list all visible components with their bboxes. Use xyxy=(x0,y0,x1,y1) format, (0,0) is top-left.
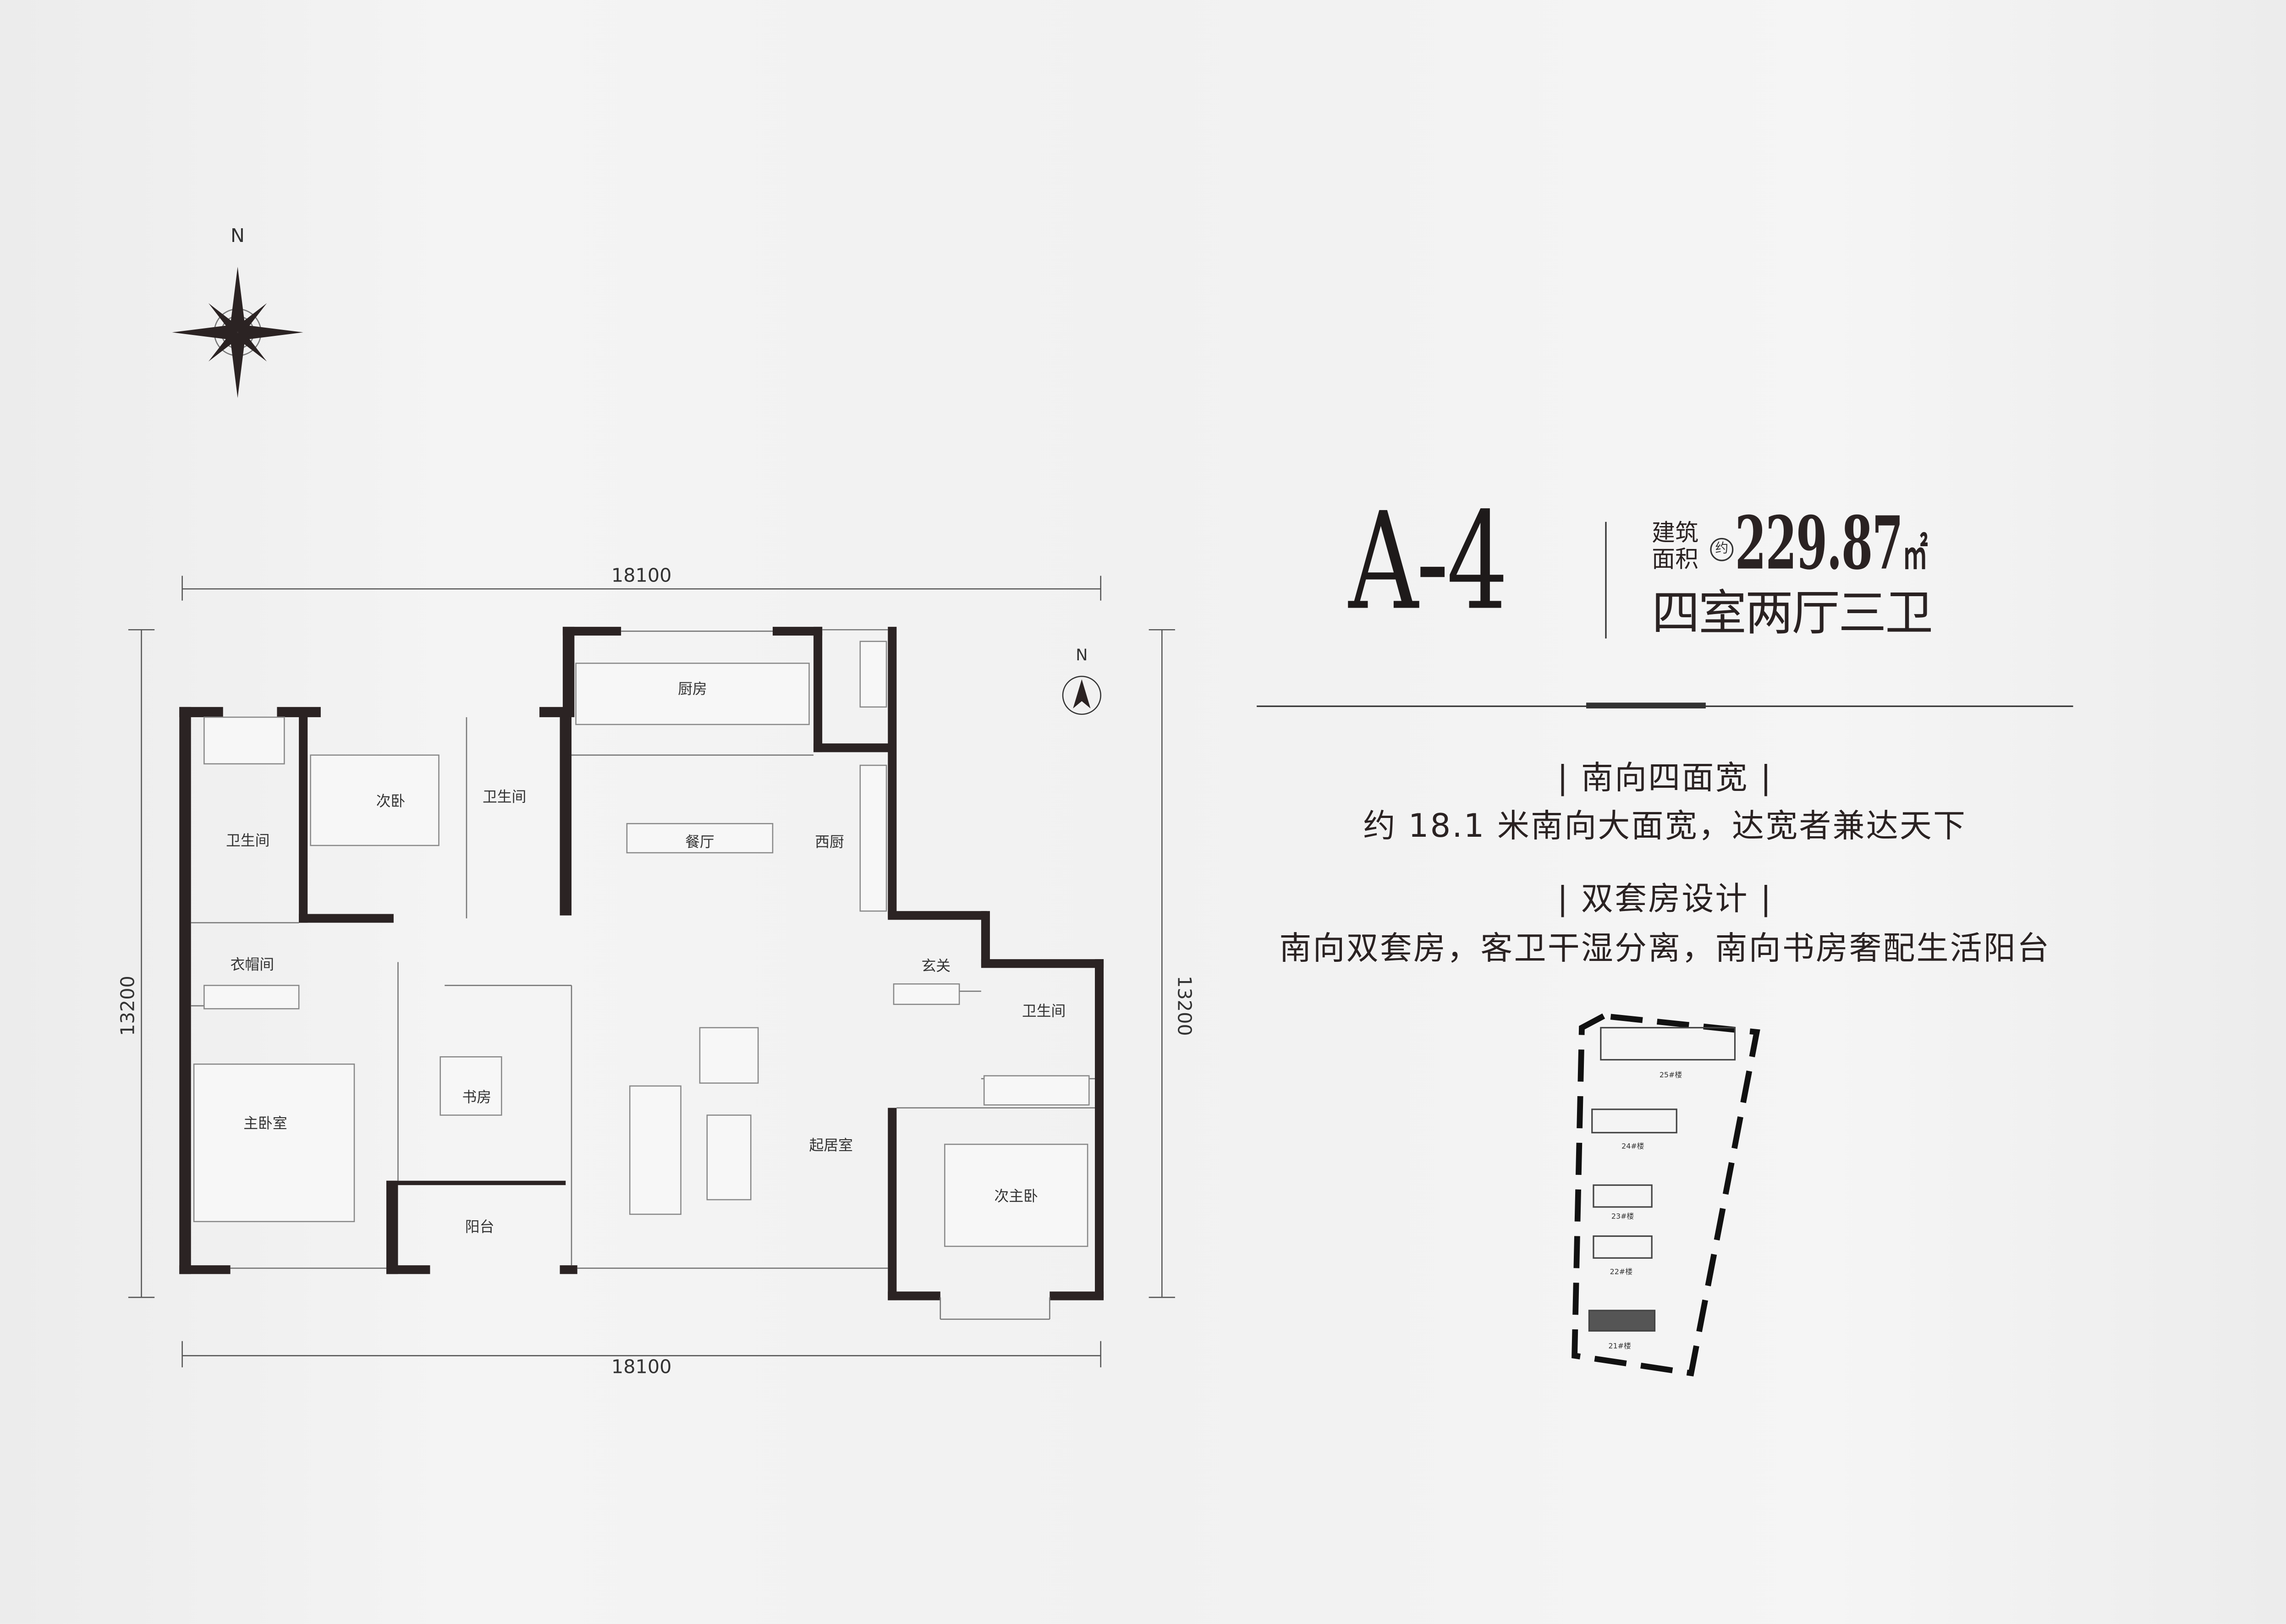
layout-label: 四室两厅三卫 xyxy=(1652,584,1933,642)
building-23 xyxy=(1593,1184,1653,1208)
room-second-master: 次主卧 xyxy=(995,1187,1038,1205)
dimension-lines xyxy=(128,576,1175,1367)
room-second-bedroom: 次卧 xyxy=(376,792,406,810)
dimension-bottom: 18100 xyxy=(611,1356,672,1378)
area-unit: ㎡ xyxy=(1902,530,1928,579)
room-western-kitchen: 西厨 xyxy=(815,833,844,850)
building-label: 25#楼 xyxy=(1660,1070,1682,1079)
room-bath-master: 卫生间 xyxy=(226,832,269,849)
feature-heading: | 南向四面宽 | xyxy=(1557,761,1773,798)
north-arrow-icon xyxy=(1062,675,1102,715)
dimension-left: 13200 xyxy=(117,976,139,1036)
building-21 xyxy=(1588,1310,1656,1332)
room-bath-guest: 卫生间 xyxy=(1022,1002,1066,1020)
room-dining: 餐厅 xyxy=(685,833,714,850)
building-label: 21#楼 xyxy=(1608,1342,1631,1350)
interior-partitions xyxy=(191,629,1095,1320)
dimension-top: 18100 xyxy=(611,564,672,586)
building-24 xyxy=(1591,1108,1677,1134)
room-balcony: 阳台 xyxy=(465,1218,495,1235)
area-value: 229.87㎡ xyxy=(1735,506,1928,580)
room-master-bedroom: 主卧室 xyxy=(243,1114,287,1132)
area-label: 建筑面积 xyxy=(1652,519,1699,573)
room-cloakroom: 衣帽间 xyxy=(231,955,274,973)
unit-type-title: A-4 xyxy=(1348,484,1508,640)
building-label: 24#楼 xyxy=(1621,1142,1644,1151)
room-study: 书房 xyxy=(462,1088,491,1106)
feature-text: 约 18.1 米南向大面宽，达宽者兼达天下 xyxy=(1363,809,1967,846)
room-foyer: 玄关 xyxy=(921,957,951,975)
site-plan: 25#楼 24#楼 23#楼 22#楼 21#楼 xyxy=(1572,1013,1760,1377)
area-number: 229.87 xyxy=(1735,500,1904,586)
compass-rose-icon xyxy=(172,267,303,398)
title-divider xyxy=(1605,521,1607,639)
building-25 xyxy=(1600,1027,1736,1061)
room-labels: 厨房 次卧 卫生间 卫生间 餐厅 西厨 衣帽间 玄关 卫生间 书房 主卧室 起居… xyxy=(226,680,1066,1235)
furniture xyxy=(193,641,1090,1247)
building-label: 23#楼 xyxy=(1611,1212,1634,1220)
divider-accent xyxy=(1586,702,1706,709)
room-bath-north: 卫生间 xyxy=(483,788,526,806)
north-arrow-label: N xyxy=(1076,646,1088,664)
approx-badge: 约 xyxy=(1710,538,1734,561)
exterior-walls xyxy=(179,626,1104,1300)
room-kitchen: 厨房 xyxy=(678,680,707,697)
feature-text: 南向双套房，客卫干湿分离，南向书房奢配生活阳台 xyxy=(1279,931,2051,968)
room-living: 起居室 xyxy=(809,1136,853,1154)
building-label: 22#楼 xyxy=(1610,1267,1633,1276)
dimension-right: 13200 xyxy=(1173,976,1195,1036)
compass-north-label: N xyxy=(231,225,245,247)
feature-heading: | 双套房设计 | xyxy=(1557,882,1773,919)
building-22 xyxy=(1593,1235,1653,1259)
